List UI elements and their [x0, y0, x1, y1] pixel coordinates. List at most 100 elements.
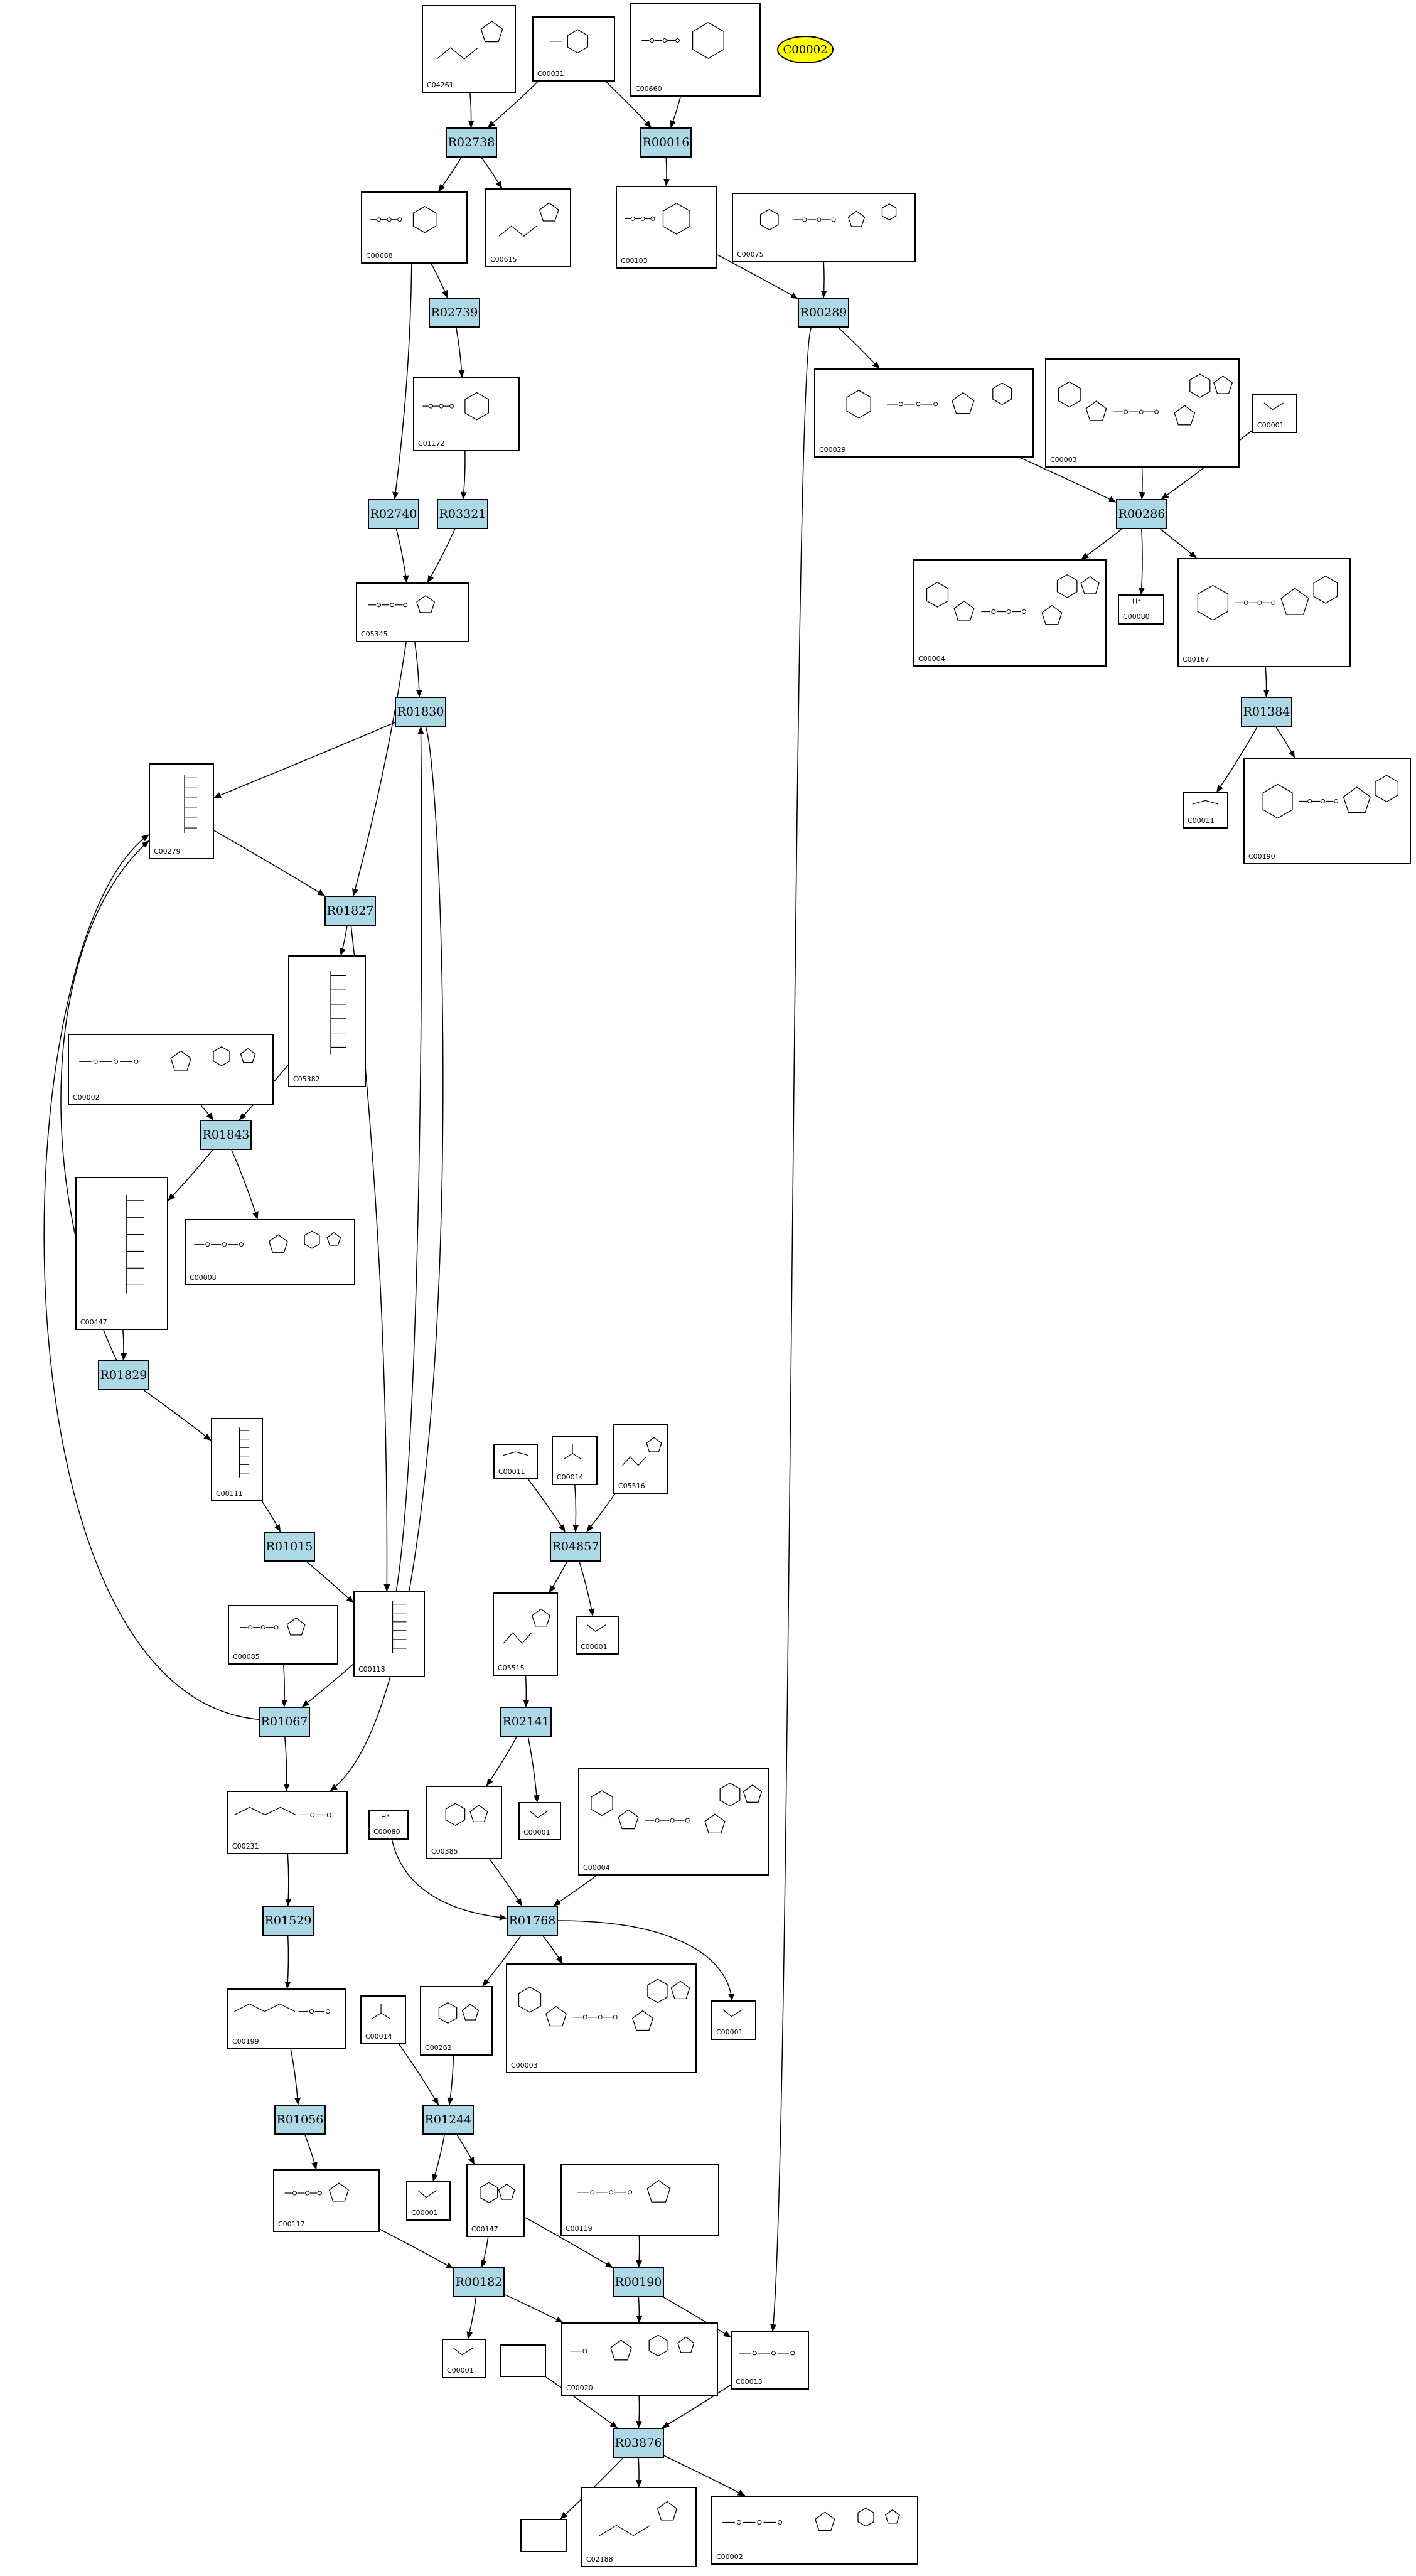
- compound-id-label: C00001: [1257, 421, 1284, 429]
- compound-id-label: C00231: [232, 1842, 259, 1850]
- compound-node-c00190[interactable]: C00190: [1243, 758, 1411, 864]
- reaction-node-r03321[interactable]: R03321: [437, 499, 488, 529]
- reaction-node-r01056[interactable]: R01056: [274, 2105, 326, 2135]
- compound-node-c00080[interactable]: H⁺C00080: [368, 1810, 409, 1840]
- compound-node-c00020[interactable]: C00020: [561, 2322, 718, 2396]
- compound-node-c00615[interactable]: C00615: [485, 188, 571, 267]
- compound-node-c00001[interactable]: C00001: [518, 1802, 561, 1840]
- reaction-node-r03876[interactable]: R03876: [613, 2428, 664, 2458]
- compound-node-c00262[interactable]: C00262: [420, 1986, 493, 2056]
- compound-node-c00001[interactable]: C00001: [711, 2000, 756, 2040]
- compound-node-c00004[interactable]: C00004: [913, 559, 1107, 667]
- reaction-node-r00182[interactable]: R00182: [453, 2267, 505, 2297]
- compound-node-unlabeled[interactable]: [520, 2519, 567, 2552]
- compound-node-c02188[interactable]: C02188: [581, 2487, 697, 2567]
- reaction-node-r00190[interactable]: R00190: [613, 2267, 664, 2297]
- reaction-node-r01830[interactable]: R01830: [395, 697, 446, 727]
- compound-node-c00075[interactable]: C00075: [732, 193, 916, 262]
- compound-node-c05516[interactable]: C05516: [613, 1424, 668, 1494]
- compound-node-c00003[interactable]: C00003: [506, 1963, 697, 2073]
- compound-node-c00011[interactable]: C00011: [1183, 792, 1228, 829]
- reaction-node-r02141[interactable]: R02141: [500, 1707, 552, 1737]
- reaction-node-r01829[interactable]: R01829: [98, 1360, 149, 1390]
- compound-node-c00004[interactable]: C00004: [578, 1768, 769, 1876]
- compound-node-c00111[interactable]: C00111: [211, 1418, 263, 1501]
- compound-node-c00118[interactable]: C00118: [353, 1591, 425, 1677]
- highlight-ellipse: [777, 36, 834, 63]
- compound-node-c00119[interactable]: C00119: [560, 2164, 719, 2236]
- reaction-node-r01015[interactable]: R01015: [264, 1532, 315, 1562]
- compound-node-c00385[interactable]: C00385: [426, 1786, 502, 1859]
- reaction-node-r02738[interactable]: R02738: [446, 127, 497, 158]
- compound-id-label: C00004: [918, 655, 945, 663]
- compound-node-c00085[interactable]: C00085: [228, 1605, 338, 1665]
- compound-node-c05382[interactable]: C05382: [288, 955, 366, 1087]
- compound-node-c00660[interactable]: C00660: [630, 3, 761, 97]
- compound-node-c00014[interactable]: C00014: [360, 1995, 406, 2044]
- edge-r02739-to-c01172: [456, 327, 465, 378]
- compound-node-c00117[interactable]: C00117: [273, 2169, 380, 2232]
- compound-node-c00001[interactable]: C00001: [406, 2181, 451, 2221]
- compound-node-c00029[interactable]: C00029: [814, 368, 1034, 458]
- compound-node-c00008[interactable]: C00008: [185, 1219, 355, 1285]
- compound-node-c00001[interactable]: C00001: [442, 2339, 486, 2378]
- compound-node-c00167[interactable]: C00167: [1177, 558, 1351, 667]
- reaction-node-r00289[interactable]: R00289: [798, 298, 849, 328]
- edge-c00167-to-r01384: [1263, 667, 1270, 697]
- compound-node-c04261[interactable]: C04261: [422, 5, 516, 93]
- compound-node-c00031[interactable]: C00031: [532, 16, 615, 82]
- structure-drawing: [846, 382, 1012, 419]
- compound-node-c05515[interactable]: C05515: [493, 1592, 558, 1676]
- compound-node-c00011[interactable]: C00011: [493, 1444, 538, 1479]
- compound-id-label: C00167: [1183, 655, 1210, 663]
- highlighted-compound-c00002[interactable]: C00002: [776, 35, 834, 64]
- reaction-node-r02739[interactable]: R02739: [429, 298, 480, 328]
- compound-node-c00002[interactable]: C00002: [68, 1034, 274, 1105]
- reaction-node-r04857[interactable]: R04857: [550, 1532, 601, 1562]
- edge-r01768-to-c00262: [482, 1935, 522, 1987]
- edge-c00147-to-r00190: [524, 2216, 613, 2268]
- compound-node-c00147[interactable]: C00147: [466, 2164, 525, 2237]
- edge-x1-to-r03876: [545, 2376, 618, 2428]
- compound-node-c00001[interactable]: C00001: [1252, 394, 1297, 433]
- structure-drawing: [529, 1810, 549, 1818]
- compound-node-c00199[interactable]: C00199: [227, 1988, 346, 2049]
- edge-c00029-to-r00286: [1019, 457, 1117, 503]
- edge-r02738-to-c00615: [481, 157, 503, 189]
- compound-node-c00279[interactable]: C00279: [149, 763, 214, 859]
- compound-node-c00001[interactable]: C00001: [576, 1616, 620, 1655]
- edge-c00118-to-r01830: [395, 726, 424, 1592]
- compound-node-unlabeled[interactable]: [500, 2344, 546, 2377]
- structure-drawing: [126, 1194, 144, 1294]
- edge-r00289-to-c00029: [838, 327, 880, 369]
- reaction-node-r01244[interactable]: R01244: [422, 2105, 474, 2135]
- compound-id-label: C00001: [411, 2209, 438, 2217]
- structure-drawing: [1197, 576, 1338, 621]
- structure-drawing: [480, 2182, 515, 2203]
- structure-drawing: [498, 202, 559, 237]
- compound-node-c00103[interactable]: C00103: [616, 186, 717, 269]
- reaction-node-r01529[interactable]: R01529: [262, 1906, 314, 1936]
- reaction-node-r01827[interactable]: R01827: [324, 896, 376, 926]
- compound-node-c00013[interactable]: C00013: [731, 2331, 809, 2390]
- compound-node-c00003[interactable]: C00003: [1045, 358, 1240, 468]
- compound-node-c05345[interactable]: C05345: [356, 582, 469, 642]
- reaction-node-r01384[interactable]: R01384: [1241, 697, 1292, 727]
- reaction-node-r01067[interactable]: R01067: [259, 1707, 310, 1737]
- reaction-node-r02740[interactable]: R02740: [368, 499, 419, 529]
- edge-r01244-to-c00147: [456, 2134, 475, 2165]
- reaction-node-r00286[interactable]: R00286: [1116, 499, 1167, 529]
- compound-node-c00080[interactable]: H⁺C00080: [1118, 594, 1164, 625]
- compound-id-label: C05516: [618, 1482, 645, 1490]
- reaction-node-r01768[interactable]: R01768: [507, 1906, 558, 1936]
- reaction-node-r01843[interactable]: R01843: [200, 1120, 252, 1150]
- compound-node-c00231[interactable]: C00231: [227, 1791, 348, 1854]
- compound-node-c00002[interactable]: C00002: [711, 2496, 918, 2565]
- compound-id-label: C00080: [1123, 613, 1150, 621]
- structure-drawing: [79, 1046, 256, 1071]
- reaction-node-r00016[interactable]: R00016: [640, 127, 692, 158]
- compound-node-c00014[interactable]: C00014: [552, 1436, 598, 1485]
- compound-node-c01172[interactable]: C01172: [413, 377, 520, 451]
- compound-node-c00668[interactable]: C00668: [361, 191, 468, 264]
- compound-node-c00447[interactable]: C00447: [75, 1177, 168, 1330]
